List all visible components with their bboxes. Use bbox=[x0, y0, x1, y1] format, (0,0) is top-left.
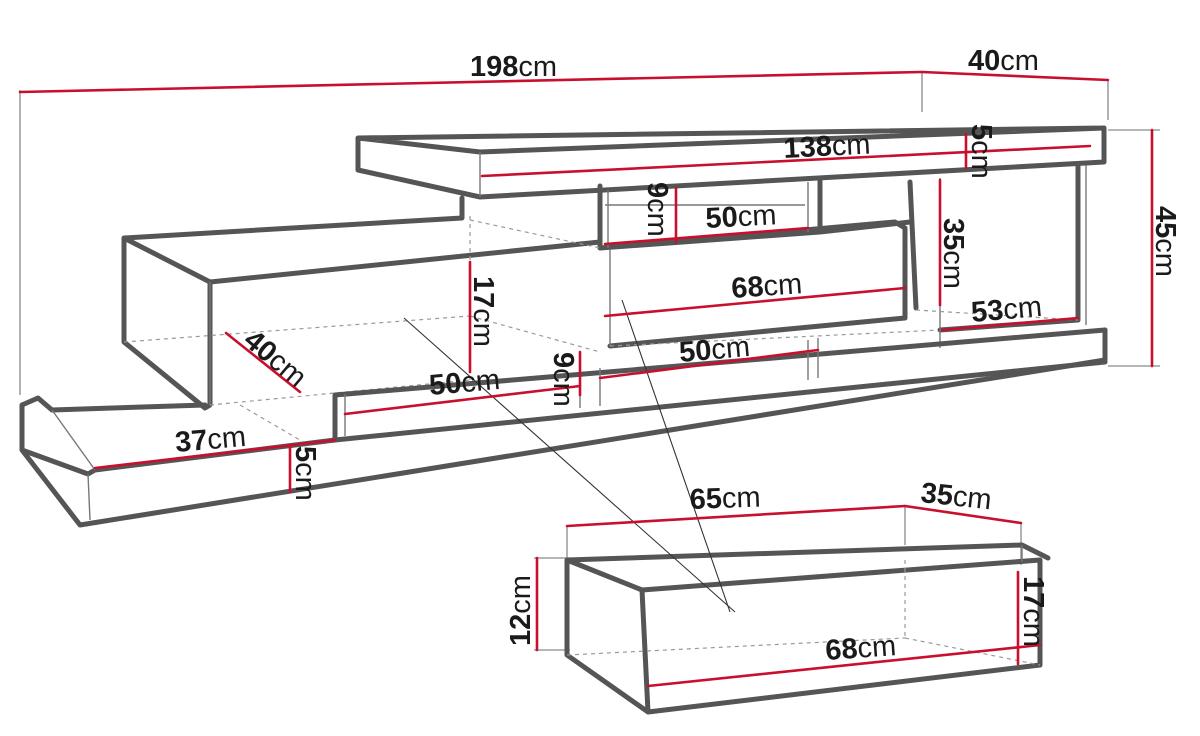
dim-line-overall-width bbox=[18, 70, 924, 94]
label-lower-niche-height: 9cm bbox=[547, 352, 579, 407]
tv-stand-body bbox=[19, 125, 1108, 528]
dim-line-drawer-bottom-width bbox=[646, 643, 1042, 688]
dim-line-drawer-width bbox=[565, 504, 907, 528]
drawer-box bbox=[564, 542, 1051, 715]
dimension-lines bbox=[18, 70, 1154, 688]
label-right-niche-width: 53cm bbox=[970, 291, 1043, 329]
dim-line-base-depth bbox=[93, 438, 337, 470]
dim-line-upper-niche-width bbox=[603, 226, 810, 246]
dim-line-lower-middle-width bbox=[598, 348, 820, 380]
label-top-shelf-width: 138cm bbox=[783, 128, 872, 165]
label-base-depth: 37cm bbox=[174, 421, 247, 459]
dim-line-drawer-depth bbox=[903, 504, 1023, 525]
label-drawer-front-width: 68cm bbox=[730, 268, 803, 305]
label-drawer-depth: 35cm bbox=[919, 477, 993, 516]
label-drawer-inner-height: 12cm bbox=[505, 575, 537, 646]
label-upper-niche-height: 9cm bbox=[641, 182, 673, 237]
label-overall-width: 198cm bbox=[470, 51, 557, 83]
label-upper-niche-width: 50cm bbox=[705, 199, 778, 235]
label-lower-middle-width: 50cm bbox=[678, 331, 751, 369]
leader-lines bbox=[403, 299, 736, 613]
label-drawer-width: 65cm bbox=[689, 482, 761, 516]
extension-lines bbox=[19, 72, 1160, 651]
dim-line-lower-left-width bbox=[343, 384, 582, 416]
label-overall-height: 45cm bbox=[1149, 206, 1181, 277]
drawer-detail bbox=[564, 542, 1051, 715]
dim-line-left-box-depth bbox=[224, 331, 302, 394]
left-box bbox=[121, 195, 603, 411]
dim-line-right-niche-width bbox=[940, 316, 1080, 332]
label-top-shelf-thickness: 5cm bbox=[965, 124, 997, 179]
label-drawer-height: 17cm bbox=[1017, 576, 1049, 647]
label-base-thickness: 5cm bbox=[289, 446, 321, 501]
label-left-box-depth: 40cm bbox=[238, 324, 313, 394]
central-unit bbox=[597, 177, 913, 349]
label-drawer-bottom-width: 68cm bbox=[824, 630, 897, 667]
dim-line-top-shelf-width bbox=[480, 144, 1092, 178]
label-overall-depth: 40cm bbox=[968, 45, 1039, 77]
label-right-niche-height: 35cm bbox=[937, 218, 969, 289]
dim-line-overall-depth bbox=[920, 70, 1110, 82]
dimension-labels: 198cm 40cm 45cm 138cm 5cm 9cm 50cm 35cm … bbox=[174, 45, 1181, 667]
dim-line-drawer-front-width bbox=[603, 286, 907, 318]
label-left-box-height: 17cm bbox=[467, 276, 499, 347]
label-lower-left-width: 50cm bbox=[428, 364, 501, 402]
